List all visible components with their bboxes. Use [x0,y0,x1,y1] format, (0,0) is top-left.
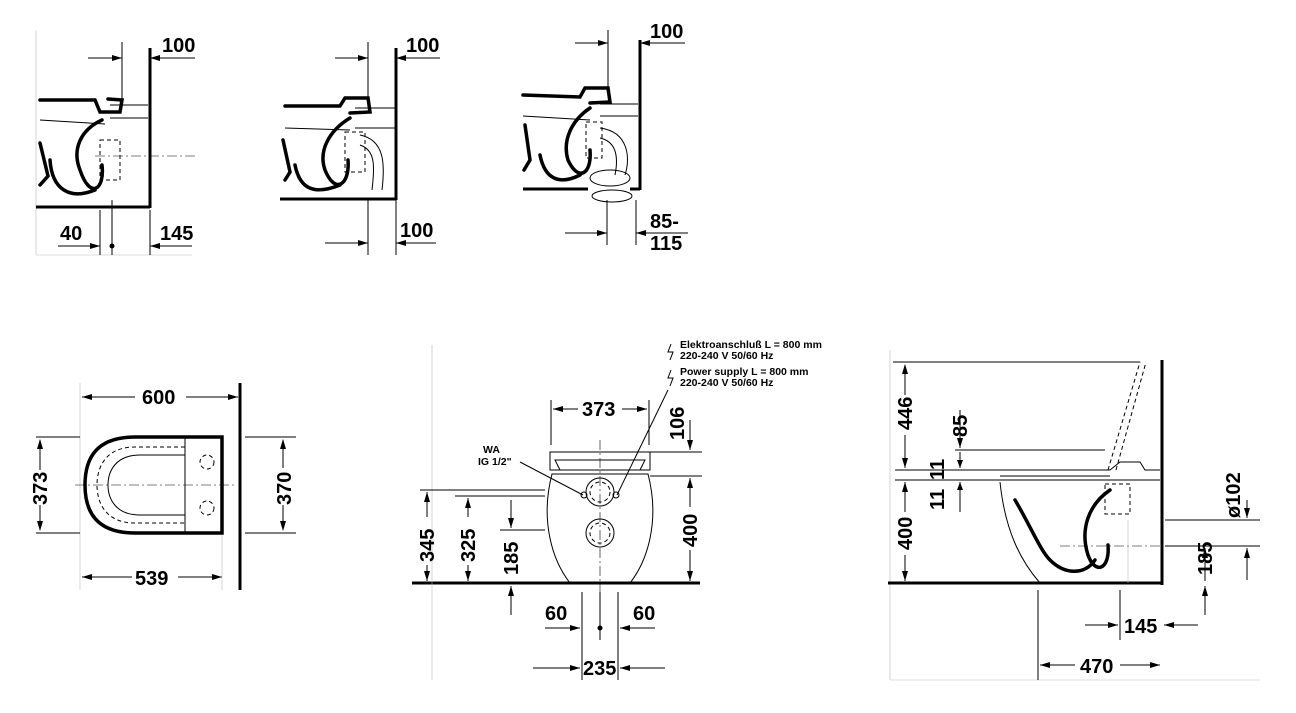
front-height-325-dim: 325 [458,529,480,562]
main-470-dim: 470 [1080,656,1113,678]
side3-wall-dim: 100 [650,21,683,43]
main-145-dim: 145 [1124,616,1157,638]
side2-wall-dim: 100 [406,35,439,57]
front-note-de-1: Elektroanschluß L = 800 mm [680,339,822,351]
main-side-view: 446 85 11 11 400 ø102 185 [888,350,1260,681]
plan-depth-right-dim: 370 [274,472,296,505]
front-top-width-dim: 373 [582,399,615,421]
front-bottom-total-dim: 235 [583,658,616,680]
main-pipe-diameter-dim: ø102 [1223,472,1245,518]
side1-wall-dim: 100 [162,35,195,57]
front-label-ig: IG 1/2" [478,456,512,468]
front-label-wa: WA [483,444,500,456]
side-view-3: 100 85- 115 [521,21,688,255]
main-total-height-dim: 446 [895,397,917,430]
front-note-en-2: 220-240 V 50/60 Hz [680,377,773,389]
plan-view: 600 539 373 370 [30,383,296,590]
side1-left-dim: 40 [60,223,82,245]
side-view-2: 100 100 [280,35,440,255]
front-note-de-2: 220-240 V 50/60 Hz [680,350,773,362]
front-bottom-right-dim: 60 [633,603,655,625]
front-note-en-1: Power supply L = 800 mm [680,366,808,378]
side1-right-dim: 145 [160,223,193,245]
main-gap1-dim: 11 [927,459,949,480]
main-gap2-dim: 11 [927,489,949,510]
plan-width-dim: 600 [142,387,175,409]
side3-bottom-dim-bottom: 115 [650,233,682,255]
plan-length-dim: 539 [135,568,168,590]
front-height-185-dim: 185 [501,542,523,575]
main-seat-dim: 85 [950,415,972,437]
side-view-1: 100 40 145 [35,30,196,256]
front-bottom-left-dim: 60 [545,603,567,625]
plan-depth-left-dim: 373 [30,472,52,505]
front-height-400-dim: 400 [680,514,702,547]
front-view: 373 106 400 345 325 185 WA IG 1/2" [412,339,822,680]
side2-bottom-dim: 100 [400,220,433,242]
front-top-right-dim: 106 [667,407,689,440]
main-height-dim: 400 [895,517,917,550]
front-height-345-dim: 345 [417,529,439,562]
side3-bottom-dim-top: 85- [650,211,679,233]
main-pipe-height-dim: 185 [1195,542,1217,575]
